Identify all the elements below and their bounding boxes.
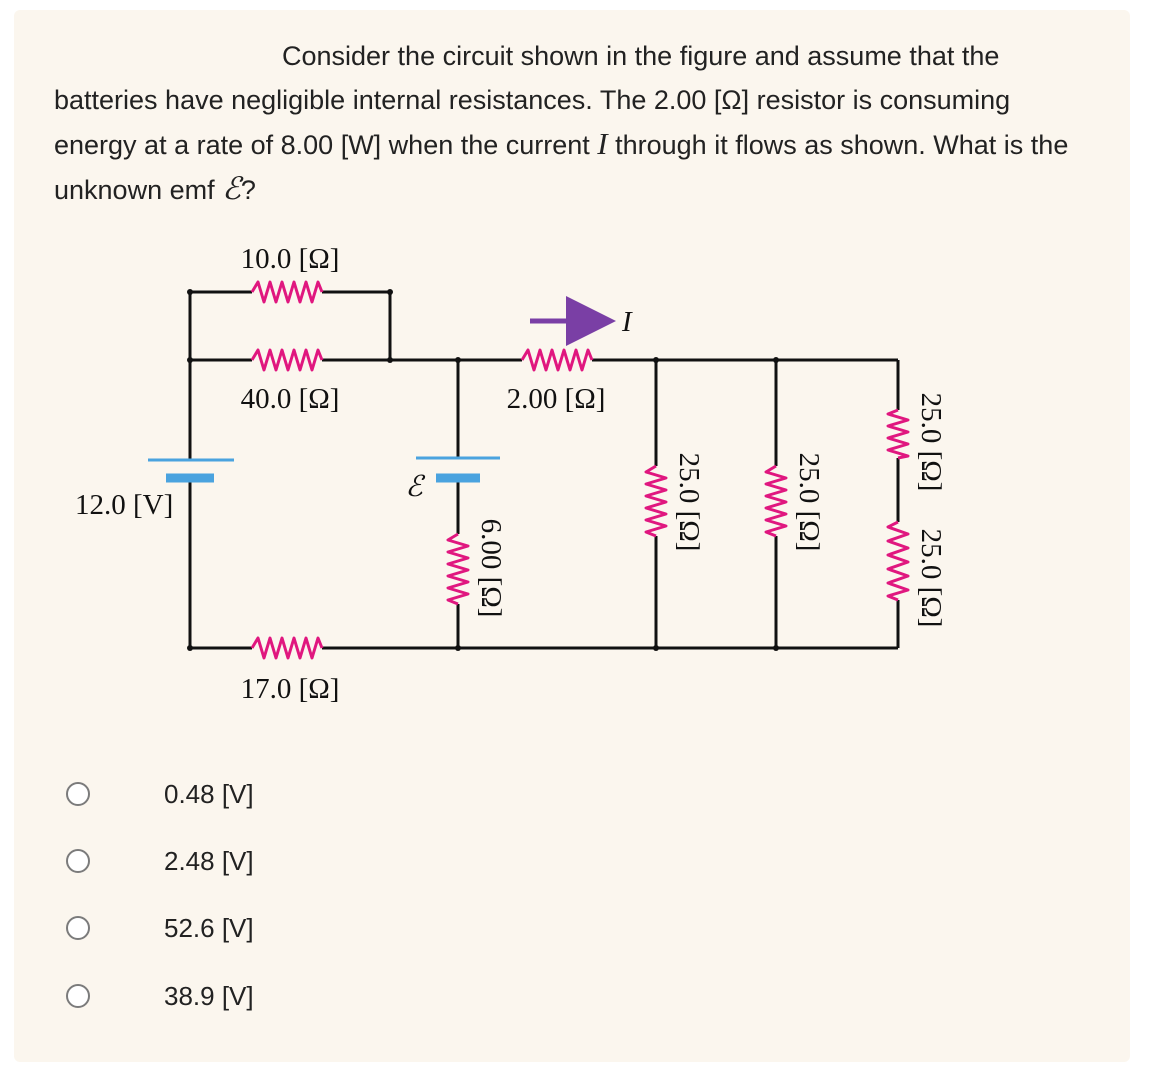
- label-r-right-bottom: 25.0 [Ω]: [915, 529, 947, 628]
- label-r-vertical: 6.00 [Ω]: [475, 519, 507, 618]
- option-label: 52.6 [V]: [164, 912, 254, 943]
- radio-button[interactable]: [66, 916, 90, 940]
- current-symbol: I: [597, 126, 608, 161]
- junction-dot: [187, 357, 193, 363]
- question-card: [14, 10, 1130, 1062]
- answer-option-1[interactable]: 0.48 [V]: [66, 776, 254, 812]
- option-label: 0.48 [V]: [164, 778, 254, 809]
- junction-dot: [455, 357, 461, 363]
- radio-button[interactable]: [66, 849, 90, 873]
- question-text: Consider the circuit shown in the figure…: [54, 34, 1094, 212]
- junction-dot: [773, 645, 779, 651]
- label-r-parallel-1: 25.0 [Ω]: [673, 453, 705, 552]
- resistors: [250, 280, 910, 660]
- radio-button[interactable]: [66, 782, 90, 806]
- label-r-series: 2.00 [Ω]: [507, 383, 606, 415]
- option-label: 2.48 [V]: [164, 845, 254, 876]
- resistor-10-ohm: [250, 280, 324, 304]
- label-battery-12v: 12.0 [V]: [75, 489, 173, 521]
- resistor-25-ohm-1: [644, 464, 668, 538]
- junction-dot: [387, 289, 393, 295]
- junction-dot: [387, 357, 393, 363]
- junction-dots: [187, 289, 779, 651]
- resistor-25-ohm-2: [764, 464, 788, 538]
- answer-option-3[interactable]: 52.6 [V]: [66, 910, 254, 946]
- label-r-right-top: 25.0 [Ω]: [915, 393, 947, 492]
- question-text-part2: through it flows as shown. What is the u…: [54, 130, 1069, 205]
- resistor-40-ohm: [250, 348, 324, 372]
- label-r-bottom: 17.0 [Ω]: [241, 673, 340, 705]
- junction-dot: [187, 645, 193, 651]
- label-emf: ℰ: [405, 471, 426, 503]
- question-text-part3: ?: [240, 175, 256, 205]
- answer-option-2[interactable]: 2.48 [V]: [66, 843, 254, 879]
- circuit-wires: [188, 290, 900, 650]
- junction-dot: [773, 357, 779, 363]
- answer-option-4[interactable]: 38.9 [V]: [66, 978, 254, 1014]
- battery-emf: [416, 456, 500, 483]
- emf-symbol: ℰ: [222, 171, 241, 206]
- junction-dot: [187, 289, 193, 295]
- resistor-17-ohm: [250, 636, 324, 660]
- battery-12v: [148, 458, 234, 483]
- question-text-part1: Consider the circuit shown in the figure…: [54, 41, 1011, 160]
- resistor-6-ohm: [446, 532, 470, 606]
- resistor-25-ohm-4: [886, 520, 910, 602]
- radio-button[interactable]: [66, 984, 90, 1008]
- option-label: 38.9 [V]: [164, 980, 254, 1011]
- label-r-top: 10.0 [Ω]: [241, 243, 340, 275]
- resistor-25-ohm-3: [886, 408, 910, 460]
- label-r-mid: 40.0 [Ω]: [241, 383, 340, 415]
- junction-dot: [653, 645, 659, 651]
- junction-dot: [455, 645, 461, 651]
- label-current: I: [621, 306, 633, 338]
- junction-dot: [653, 357, 659, 363]
- resistor-2-ohm: [520, 348, 594, 372]
- label-r-parallel-2: 25.0 [Ω]: [793, 453, 825, 552]
